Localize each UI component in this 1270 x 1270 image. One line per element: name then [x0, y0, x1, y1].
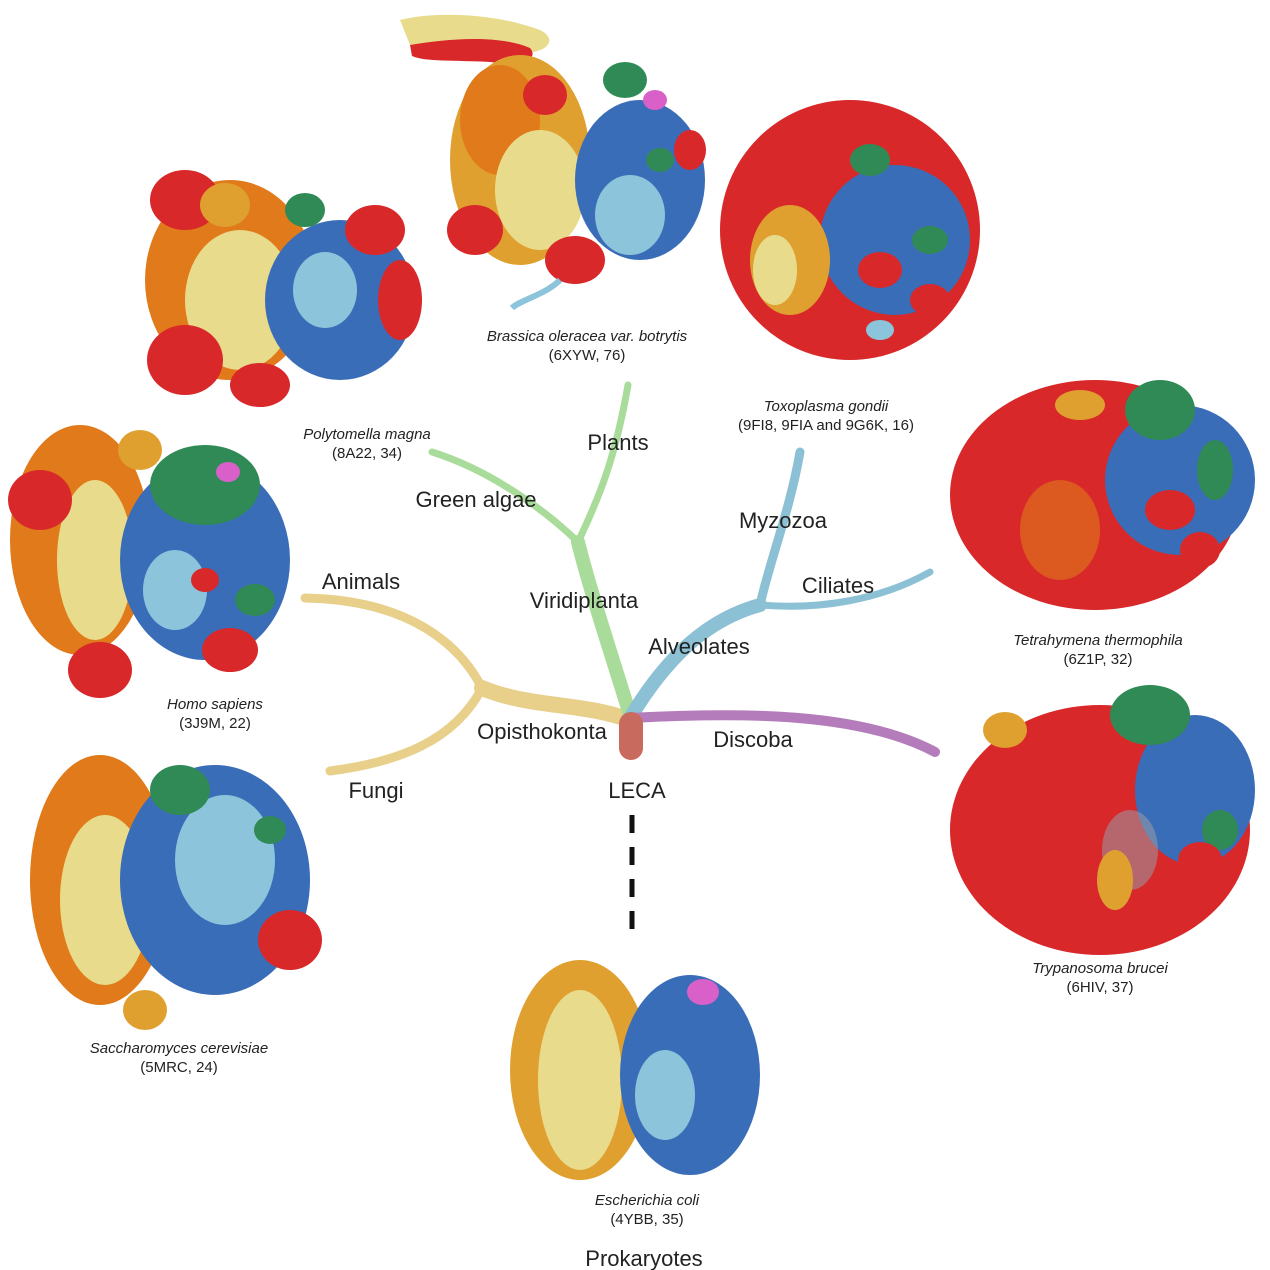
leca-root-node: [619, 712, 643, 760]
caption-saccharomyces: Saccharomyces cerevisiae (5MRC, 24): [90, 1039, 268, 1077]
caption-species: Tetrahymena thermophila: [1013, 632, 1183, 649]
branch-plants: [574, 381, 632, 546]
ribosome-structure-toxoplasma: [720, 100, 980, 360]
caption-species: Polytomella magna: [303, 426, 431, 443]
label-ciliates: Ciliates: [801, 573, 875, 598]
caption-pdb-id: (9FI8, 9FIA and 9G6K, 16): [738, 417, 914, 434]
label-viridiplanta: Viridiplanta: [529, 588, 639, 613]
ribosome-structure-escherichia: [510, 960, 760, 1180]
caption-species: Escherichia coli: [594, 1192, 700, 1209]
label-myzozoa: Myzozoa: [738, 508, 828, 533]
caption-species: Brassica oleracea var. botrytis: [486, 328, 688, 345]
label-leca: LECA: [608, 778, 666, 803]
ribosome-structure-saccharomyces: [30, 755, 322, 1030]
label-opisthokonta: Opisthokonta: [477, 719, 607, 744]
branch-animals: [300, 593, 487, 693]
caption-pdb-id: (6XYW, 76): [548, 347, 626, 364]
caption-pdb-id: (6HIV, 37): [1066, 979, 1134, 996]
label-animals: Animals: [321, 569, 401, 594]
caption-species: Saccharomyces cerevisiae: [89, 1040, 269, 1057]
label-fungi: Fungi: [348, 778, 404, 803]
caption-pdb-id: (5MRC, 24): [140, 1059, 218, 1076]
label-plants: Plants: [587, 430, 649, 455]
caption-species: Trypanosoma brucei: [1032, 960, 1168, 977]
caption-species: Homo sapiens: [167, 696, 263, 713]
branch-opisthokonta: [474, 680, 638, 728]
branch-fungi: [325, 683, 487, 776]
caption-brassica: Brassica oleracea var. botrytis (6XYW, 7…: [487, 327, 687, 365]
branch-alveolates: [623, 598, 767, 725]
label-alveolates: Alveolates: [648, 634, 750, 659]
caption-pdb-id: (6Z1P, 32): [1063, 651, 1133, 668]
caption-pdb-id: (3J9M, 22): [179, 715, 251, 732]
branch-discoba: [625, 710, 940, 757]
ribosome-structure-polytomella: [145, 170, 422, 407]
label-discoba: Discoba: [713, 727, 793, 752]
caption-pdb-id: (8A22, 34): [331, 445, 403, 462]
label-prokaryotes: Prokaryotes: [585, 1246, 703, 1270]
label-green-algae: Green algae: [415, 487, 537, 512]
ribosome-structure-homo-sapiens: [8, 425, 290, 698]
caption-toxoplasma: Toxoplasma gondii (9FI8, 9FIA and 9G6K, …: [738, 397, 914, 435]
caption-homo-sapiens: Homo sapiens (3J9M, 22): [167, 695, 263, 733]
branch-ciliates: [756, 568, 934, 610]
caption-tetrahymena: Tetrahymena thermophila (6Z1P, 32): [1013, 631, 1183, 669]
ribosome-structure-tetrahymena: [950, 380, 1255, 610]
caption-polytomella: Polytomella magna (8A22, 34): [303, 425, 431, 463]
branch-viridiplanta: [571, 535, 637, 722]
ribosome-structure-trypanosoma: [950, 685, 1255, 955]
ribosome-structure-brassica: [400, 14, 706, 311]
branch-green-algae: [428, 448, 582, 546]
caption-escherichia: Escherichia coli (4YBB, 35): [595, 1191, 699, 1229]
caption-pdb-id: (4YBB, 35): [610, 1211, 684, 1228]
caption-species: Toxoplasma gondii: [763, 398, 889, 415]
branch-myzozoa: [755, 447, 805, 610]
caption-trypanosoma: Trypanosoma brucei (6HIV, 37): [1032, 959, 1168, 997]
